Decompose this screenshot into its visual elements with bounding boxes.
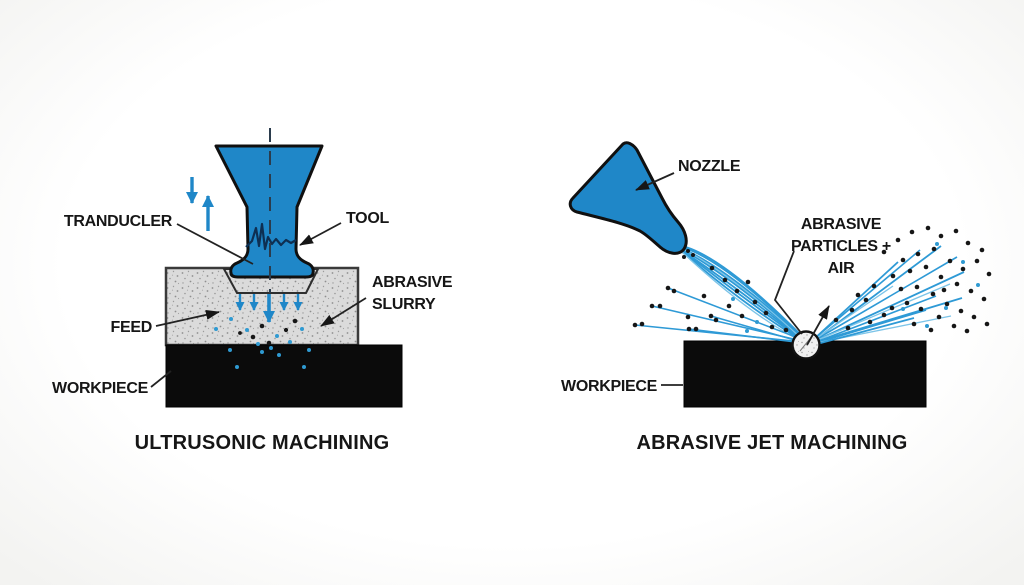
abrasive-slurry-block [164,266,360,347]
abrasive-slurry-label-line2: SLURRY [372,296,436,313]
stray-particle-start-dots [632,285,714,332]
ricochet-stream-lines [813,245,965,345]
left-diagram-title: ULTRUSONIC MACHINING [135,432,390,454]
ultrasonic-horn-tool-shape [214,144,324,279]
transducer-leader-line [176,223,254,265]
workpiece-label-right: WORKPIECE [561,378,658,395]
nozzle-leader-line [635,172,675,191]
abrasive-particles-in-slurry [214,317,304,346]
erosion-crater [791,330,821,360]
feed-leader-line [155,309,220,327]
transducer-label: TRANDUCLER [64,213,173,230]
abrasive-slurry-label-line1: ABRASIVE [372,274,453,291]
workpiece-label-left: WORKPIECE [52,380,149,397]
abrasive-particles-label-line2: PARTICLES + [791,238,891,255]
right-diagram-title: ABRASIVE JET MACHINING [636,432,907,454]
nozzle-label: NOZZLE [678,158,741,175]
ejected-particle-cloud [833,225,992,334]
vibration-wave-line [245,222,297,251]
slurry-flow-arrows [235,294,303,323]
workpiece-block-left [165,344,403,408]
slurry-particles-in-workpiece [228,346,311,369]
tool-label: TOOL [346,210,389,227]
ultrasonic-machining-diagram: TRANDUCLER TOOL ABRASIVE SLURRY FEED WOR… [52,128,453,454]
abrasive-particles-label-line1: ABRASIVE [801,216,882,233]
abrasive-particles-label-line3: AIR [828,260,855,277]
jet-particle-dots [639,245,789,333]
abrasive-jet-machining-diagram: NOZZLE ABRASIVE PARTICLES + AIR WORKPIEC… [561,141,992,454]
workpiece-leader-line-left [150,370,172,388]
crater-ejection-arrow [806,305,830,346]
oscillation-arrows [186,177,214,231]
abrasive-slurry-leader-line [320,297,367,327]
feed-label: FEED [111,319,152,336]
stray-particle-trajectories [634,287,806,344]
tool-leader-line [299,222,342,246]
nozzle-shape [568,141,688,255]
abrasive-particles-leader-line [773,250,803,335]
